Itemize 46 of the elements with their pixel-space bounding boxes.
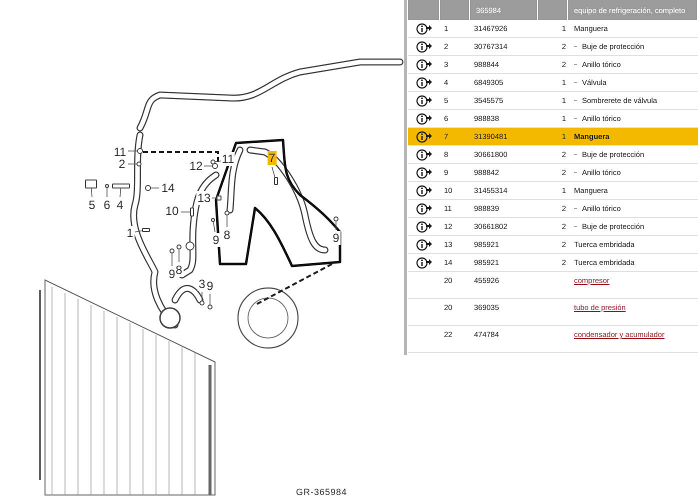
leader-line [212,222,216,232]
o-ring [145,185,151,191]
callout-number: 11 [112,145,128,159]
leader-line [272,166,276,178]
callout-number: 3 [198,277,206,291]
callout-number: 1 [126,226,134,240]
o-ring [136,162,142,166]
callout-number: 11 [220,152,236,166]
o-ring [212,163,218,169]
callout-number: 9 [212,233,220,247]
callout-number: 13 [196,191,212,205]
hose-fitting [190,208,194,216]
leader-line [134,230,142,232]
o-ring [176,244,182,250]
o-ring [334,216,338,222]
o-ring [211,218,215,222]
callout-number: 12 [188,159,204,173]
leader-line [90,188,92,198]
callout-number: 5 [88,198,96,212]
o-ring [200,300,204,306]
hose-fitting [112,184,130,188]
hose-fitting [274,177,278,185]
leader-line [226,215,228,228]
callout-number: 9 [206,279,214,293]
leader-line [178,249,180,262]
callout-number: 6 [102,198,112,212]
callout-number: 8 [174,263,184,277]
callout-number: 9 [168,267,176,281]
callout-number: 8 [222,228,232,242]
leader-line [128,150,138,152]
callout-number: 4 [116,198,124,212]
callout-number: 14 [160,181,176,195]
o-ring [105,184,109,188]
o-ring [208,304,212,310]
callout-number: 9 [332,231,340,245]
valve-cap [85,180,97,188]
callout-number: 10 [164,204,180,218]
o-ring [170,248,174,254]
valve-cap [216,196,222,200]
drawing-reference: GR-365984 [296,487,348,497]
o-ring [224,210,230,216]
hose-fitting [142,228,150,232]
leader-line [120,188,122,198]
leader-line [106,188,108,198]
callout-number: 2 [118,157,126,171]
callout-number: 7 [268,151,276,165]
